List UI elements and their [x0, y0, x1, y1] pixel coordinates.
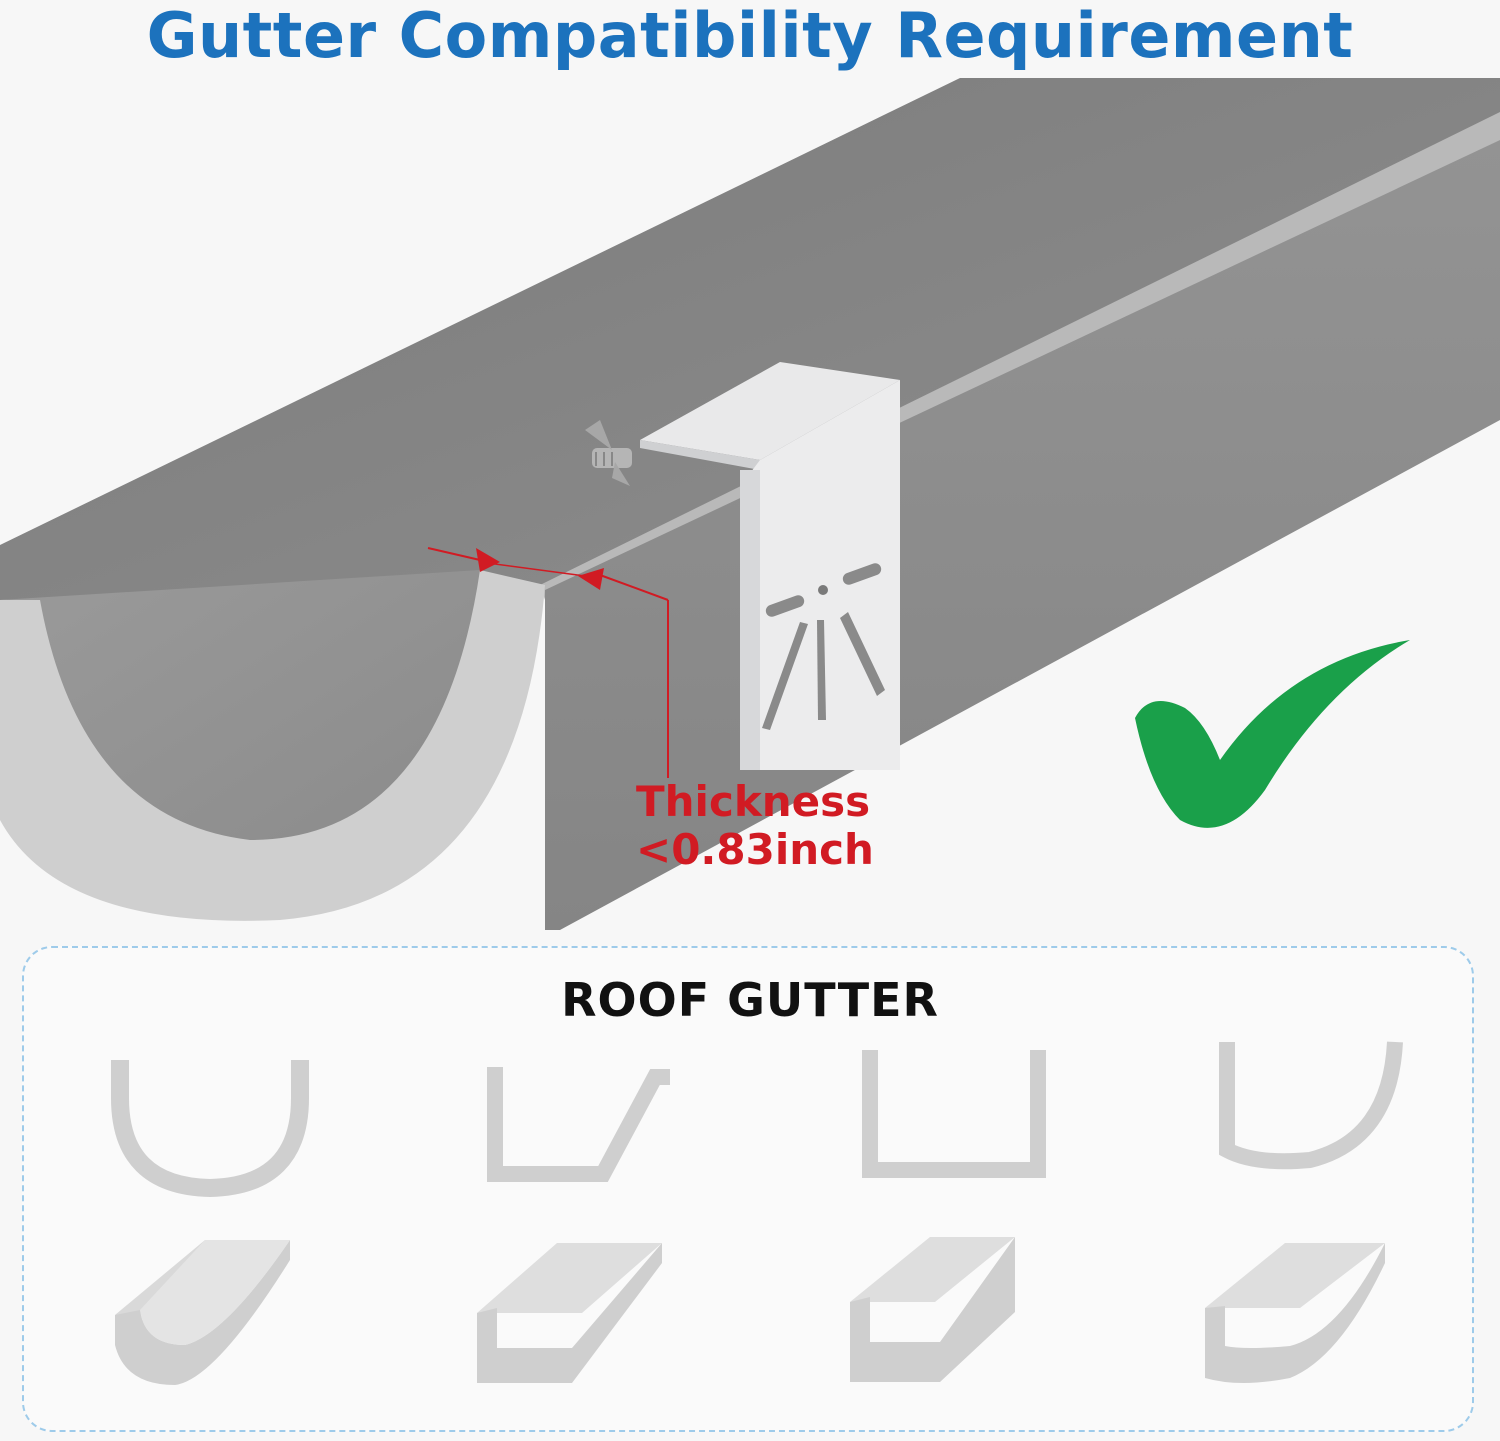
gutter-cross-section [0, 570, 545, 921]
box-profile [862, 1050, 1046, 1178]
thickness-title: Thickness [636, 777, 871, 826]
box-3d [850, 1237, 1015, 1382]
clip-bracket [585, 362, 900, 770]
curved-profile [1219, 1041, 1403, 1170]
roof-gutter-title: ROOF GUTTER [561, 973, 939, 1027]
curved-3d [1205, 1243, 1385, 1383]
arrow-head-right [578, 568, 604, 590]
thickness-label: Thickness <0.83inch [636, 778, 896, 874]
thickness-indicator [427, 547, 669, 778]
gutter-back-wall [0, 78, 1500, 600]
check-mark-icon [1135, 640, 1410, 828]
half-round-profile [111, 1060, 309, 1198]
thickness-value: <0.83inch [636, 825, 874, 874]
arrow-head-left [476, 548, 500, 572]
k-style-profile [487, 1067, 670, 1182]
page-title: Gutter Compatibility Requirement [146, 0, 1354, 72]
k-style-3d [477, 1243, 662, 1383]
half-round-3d [115, 1240, 290, 1385]
